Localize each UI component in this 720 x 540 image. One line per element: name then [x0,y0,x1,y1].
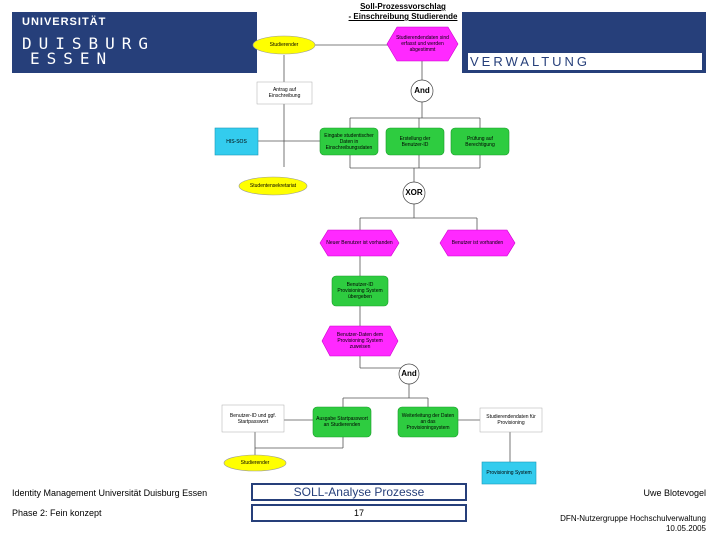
label-function-provisioning: Benutzer-ID Provisioning System übergebe… [337,282,383,300]
footer-project: Identity Management Universität Duisburg… [12,488,208,498]
diagram-title-line2: - Einschreibung Studierende [348,12,458,21]
label-and-2: And [401,369,417,378]
label-his-sos: HIS-SOS [226,138,247,145]
label-studierendendaten: Studierendendaten für Provisioning [486,414,536,426]
label-function-weiterleitung: Weiterleitung der Daten an das Provision… [401,413,455,431]
connector-xor [402,181,426,205]
logo-essen: ESSEN [30,49,114,68]
header-logo-panel [12,12,257,73]
system-his-sos [214,127,259,156]
function-weiterleitung [397,406,459,438]
label-provisioning-system: Provisioning System [486,470,532,476]
connector-and-1 [410,79,434,103]
org-studierender-top [252,35,316,55]
label-function-ausgabe: Ausgabe Startpasswort an Studierenden [316,416,368,428]
footer-date: 10.05.2005 [665,524,706,533]
label-studierender-top: Studierender [269,42,299,48]
label-event-top: Studierendendaten sind erfasst und werde… [396,35,449,53]
event-benutzer-vorhanden [439,229,516,257]
label-antrag: Antrag auf Einschreibung [268,87,301,99]
diagram-title-line1: Soll-Prozessvorschlag [360,2,446,11]
doc-antrag [256,81,313,105]
function-ausgabe-startpasswort [312,406,372,438]
label-and-1: And [414,86,430,95]
footer-phase: Phase 2: Fein konzept [12,508,102,518]
label-event-benutzer-vorhanden: Benutzer ist vorhanden [451,240,504,246]
label-function-pruefung: Prüfung auf Berechtigung [465,135,495,148]
function-provisioning-uebergeben [331,275,389,307]
logo-duisburg: DUISBURG [22,34,156,53]
org-studentensekretariat [238,176,308,196]
department-label: VERWALTUNG [468,53,702,70]
footer-section-title: SOLL-Analyse Prozesse [251,483,467,501]
university-label: UNIVERSITÄT [22,16,107,28]
doc-studierendendaten [479,407,543,433]
footer-org: DFN-Nutzergruppe Hochschulverwaltung [560,514,706,523]
connector-and-2 [398,363,420,385]
footer-author: Uwe Blotevogel [643,488,706,498]
label-event-neuer-benutzer: Neuer Benutzer ist vorhanden [326,240,393,246]
function-eingabe [319,127,379,156]
event-benutzer-daten [321,325,399,357]
label-event-benutzer-daten: Benutzer-Daten dem Provisioning System z… [336,332,384,350]
doc-benutzer [221,404,285,433]
footer-org-date: DFN-Nutzergruppe Hochschulverwaltung 10.… [560,514,706,534]
label-studentensekretariat: Studentensekretariat [249,183,297,189]
event-top [386,26,459,62]
diagram-title: Soll-Prozessvorschlag - Einschreibung St… [340,2,466,22]
org-studierender-bottom [223,454,287,472]
function-erstellung [385,127,445,156]
function-pruefung [450,127,510,156]
label-studierender-bottom: Studierender [240,460,270,466]
footer-page-number: 17 [251,504,467,522]
label-xor: XOR [405,188,423,197]
system-provisioning [481,461,537,485]
event-neuer-benutzer [319,229,400,257]
label-function-eingabe: Eingabe studentischer Daten in Einschrei… [324,132,374,151]
label-function-erstellung: Erstellung der Benutzer-ID [399,135,431,148]
label-benutzer-id: Benutzer-ID und ggf. Startpasswort [229,412,277,425]
